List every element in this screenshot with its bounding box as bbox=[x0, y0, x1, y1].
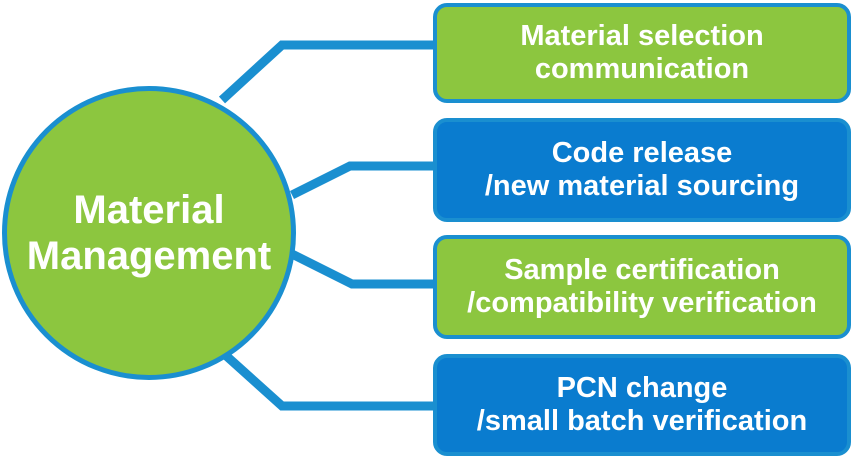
branch-node-1: Material selection communication bbox=[433, 3, 851, 103]
branch-node-1-line-1: Material selection bbox=[520, 20, 764, 52]
central-node-line-1: Material bbox=[73, 188, 225, 232]
branch-node-4: PCN change /small batch verification bbox=[433, 354, 851, 456]
branch-node-1-line-2: communication bbox=[534, 53, 750, 85]
connector-3 bbox=[289, 249, 435, 289]
branch-node-3-line-1: Sample certification bbox=[504, 254, 780, 286]
branch-node-3: Sample certification /compatibility veri… bbox=[433, 235, 851, 339]
central-node: Material Management bbox=[2, 86, 296, 380]
connector-2 bbox=[289, 161, 435, 200]
branch-node-2-line-2: /new material sourcing bbox=[484, 170, 800, 202]
branch-node-4-line-1: PCN change bbox=[556, 372, 728, 404]
central-node-line-2: Management bbox=[26, 234, 272, 278]
connector-4 bbox=[218, 348, 435, 411]
branch-node-2: Code release /new material sourcing bbox=[433, 118, 851, 222]
branch-node-4-line-2: /small batch verification bbox=[476, 405, 808, 437]
branch-node-2-line-1: Code release bbox=[551, 137, 733, 169]
branch-node-3-line-2: /compatibility verification bbox=[467, 287, 817, 319]
connector-1 bbox=[218, 40, 435, 104]
